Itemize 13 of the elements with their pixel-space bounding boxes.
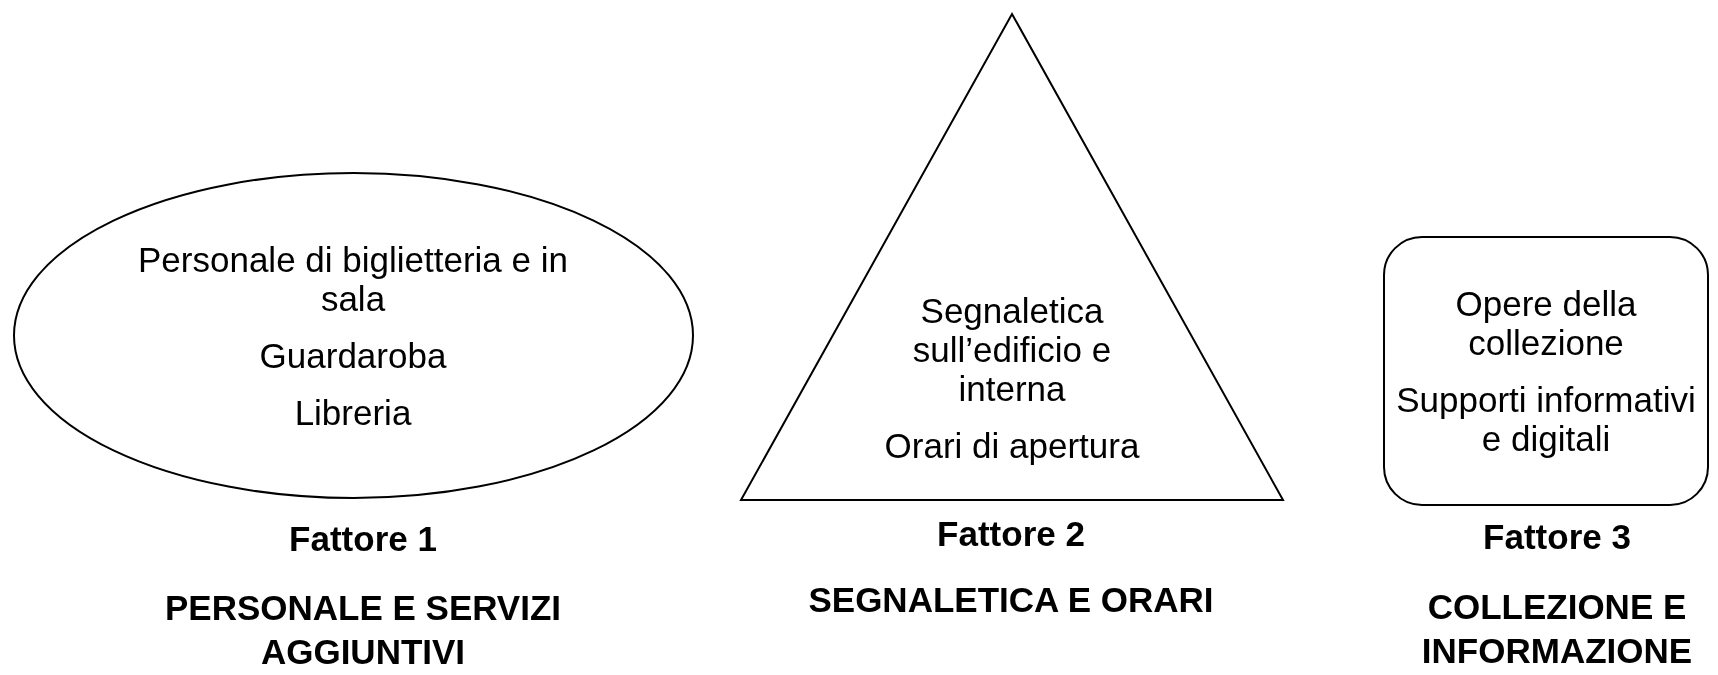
factor-title: SEGNALETICA E ORARI xyxy=(807,579,1215,621)
factor-number: Fattore 3 xyxy=(1482,517,1632,557)
factor-item-text: Supporti informativi e digitali xyxy=(1396,380,1696,458)
factor-item-text: Orari di apertura xyxy=(884,426,1140,465)
factor-title: COLLEZIONE E INFORMAZIONE xyxy=(1420,586,1694,672)
factor-number: Fattore 2 xyxy=(936,514,1086,554)
factor-item-text: Personale di biglietteria e in sala xyxy=(137,239,569,318)
factor-item-text: Opere della collezione xyxy=(1454,284,1638,362)
factor-item-text: Segnaletica sull’edificio e interna xyxy=(911,291,1113,408)
factor-number: Fattore 1 xyxy=(288,519,438,559)
factor-item-text: Guardaroba xyxy=(259,335,447,375)
factor-item-text: Libreria xyxy=(294,392,412,432)
factor-title: PERSONALE E SERVIZI AGGIUNTIVI xyxy=(163,587,563,673)
